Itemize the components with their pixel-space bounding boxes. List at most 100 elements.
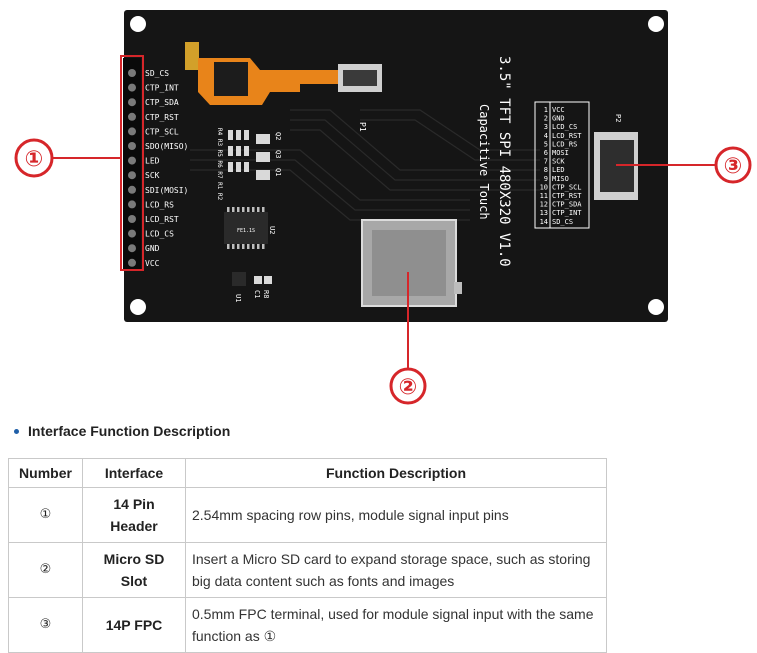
callout-3-circle <box>714 146 752 184</box>
resistor-silk: R4 R3 R5 R6 R7 R1 R2 <box>216 128 223 201</box>
table-header-row: Number Interface Function Description <box>8 458 607 488</box>
header-pin <box>128 156 136 165</box>
chip-pin <box>232 207 235 212</box>
fpc-pin-number: 2 <box>544 115 548 123</box>
chip-pin <box>247 207 250 212</box>
u1-part <box>232 272 246 286</box>
q1-silk: Q1 <box>274 168 282 176</box>
chip-pin <box>257 244 260 249</box>
pin-label: VCC <box>145 259 160 268</box>
p1-label: P1 <box>358 122 367 132</box>
pin-label: SDI(MOSI) <box>145 186 188 195</box>
callout-2-number: ② <box>399 375 418 400</box>
fpc-pin-number: 3 <box>544 123 548 131</box>
header-pin <box>128 258 136 267</box>
chip-pin <box>242 207 245 212</box>
fpc-pin-name: LCD_CS <box>552 123 577 131</box>
header-pin <box>128 200 136 209</box>
fpc-pin-name: CTP_RST <box>552 192 582 200</box>
row-number: ③ <box>8 597 83 653</box>
pin-label: LCD_CS <box>145 230 174 239</box>
bullet-icon <box>14 428 19 434</box>
pin-label: LCD_RS <box>145 200 174 209</box>
row-interface: Micro SD Slot <box>82 542 186 598</box>
board-subtitle: Capacitive Touch <box>477 104 491 220</box>
pin-label: CTP_RST <box>145 113 179 122</box>
row-number: ② <box>8 542 83 598</box>
table-row: ① 14 Pin Header 2.54mm spacing row pins,… <box>8 487 607 543</box>
row-number: ① <box>8 487 83 543</box>
pin-header-14 <box>123 58 141 270</box>
pin-label: GND <box>145 244 160 253</box>
chip-pin <box>237 244 240 249</box>
header-description: Function Description <box>185 458 607 488</box>
section-heading-text: Interface Function Description <box>28 423 231 439</box>
row-description: 2.54mm spacing row pins, module signal i… <box>185 487 607 543</box>
fpc-pin-number: 8 <box>544 166 548 174</box>
header-number: Number <box>8 458 83 488</box>
row-description: 0.5mm FPC terminal, used for module sign… <box>185 597 607 653</box>
header-pin <box>128 142 136 150</box>
header-pin <box>128 112 136 121</box>
row-interface: 14 Pin Header <box>82 487 186 543</box>
header-pin <box>128 215 136 223</box>
chip-pin <box>242 244 245 249</box>
callout-1-circle <box>14 138 54 178</box>
header-pin <box>128 98 136 107</box>
chip-pin <box>262 207 265 212</box>
fpc-pin-name: VCC <box>552 106 565 114</box>
chip-pin <box>252 244 255 249</box>
header-pin <box>128 244 136 253</box>
mount-hole <box>648 299 664 315</box>
row-interface: 14P FPC <box>82 597 186 653</box>
fpc-pin-number: 5 <box>544 140 548 148</box>
callout-3-number: ③ <box>724 154 743 179</box>
fpc-pin-number: 7 <box>544 158 548 166</box>
header-interface: Interface <box>82 458 186 488</box>
pin-label: SCK <box>145 171 160 180</box>
pin-label: CTP_SCL <box>145 127 179 136</box>
fpc-pin-name: LCD_RS <box>552 140 577 148</box>
pin-label: SD_CS <box>145 69 169 78</box>
chip-pin <box>257 207 260 212</box>
fpc-pin-number: 9 <box>544 175 548 183</box>
fpc-pin-name: MISO <box>552 175 569 183</box>
chip-pin <box>227 244 230 249</box>
fpc-pin-number: 4 <box>544 132 548 140</box>
u2-marking: FE1.1S <box>237 228 255 234</box>
pin-labels: SD_CSCTP_INTCTP_SDACTP_RSTCTP_SCLSDO(MIS… <box>145 69 188 268</box>
fpc-pin-number: 11 <box>540 192 548 200</box>
fpc-pin-name: CTP_SCL <box>552 183 582 191</box>
u1-silk: U1 <box>234 294 242 302</box>
header-pin <box>128 127 136 136</box>
mount-hole <box>130 299 146 315</box>
fpc-pin-number: 6 <box>544 149 548 157</box>
mount-hole <box>648 16 664 32</box>
table-row: ② Micro SD Slot Insert a Micro SD card t… <box>8 542 607 598</box>
small-components <box>228 130 272 284</box>
board-title: 3.5" TFT SPI 480X320 V1.0 <box>496 56 512 267</box>
header-pin <box>128 83 136 92</box>
fpc-pin-name: LED <box>552 166 565 174</box>
pin-label: LCD_RST <box>145 215 179 224</box>
chip-pin <box>247 244 250 249</box>
touch-flex-cable <box>185 42 345 105</box>
row-description: Insert a Micro SD card to expand storage… <box>185 542 607 598</box>
fpc-pin-name: MOSI <box>552 149 569 157</box>
fpc-pin-number: 14 <box>540 218 548 226</box>
fpc-pin-number: 13 <box>540 209 548 217</box>
fpc-pin-name: GND <box>552 115 565 123</box>
mount-hole <box>130 16 146 32</box>
section-heading: Interface Function Description <box>14 423 230 439</box>
fpc-pin-number: 12 <box>540 201 548 209</box>
callout-1-frame <box>120 55 144 271</box>
pin-label: LED <box>145 157 160 166</box>
u2-silk: U2 <box>268 226 276 234</box>
p2-label: P2 <box>614 114 622 122</box>
pin-label: CTP_SDA <box>145 98 179 107</box>
fpc-pin-name: LCD_RST <box>552 132 582 140</box>
chip-pin <box>252 207 255 212</box>
fpc-pin-number: 10 <box>540 183 548 191</box>
